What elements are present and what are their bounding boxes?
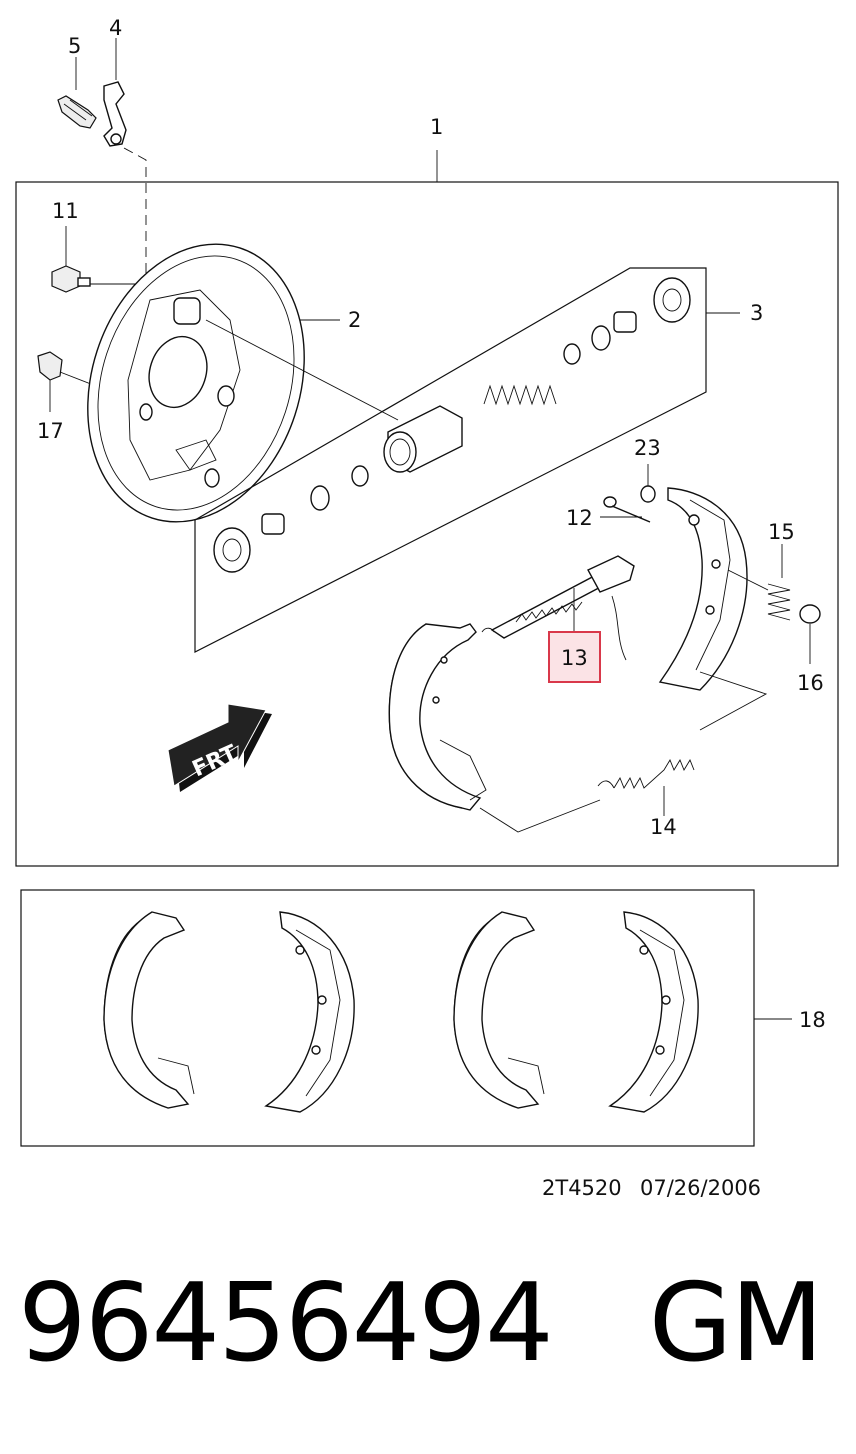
callout-5: 5: [68, 34, 81, 58]
front-arrow: FRT: [167, 703, 272, 792]
callout-11: 11: [52, 199, 79, 223]
part-number-line: 96456494 GM: [18, 1270, 824, 1378]
callout-17: 17: [37, 419, 64, 443]
callout-12: 12: [566, 506, 593, 530]
part-number: 96456494: [18, 1261, 554, 1386]
brake-shoe-right: [658, 487, 748, 691]
brand: GM: [648, 1261, 824, 1386]
bleeder-screw: [57, 57, 97, 129]
callout-23: 23: [634, 436, 661, 460]
assembly-frame: [15, 181, 839, 867]
brand-gap: [552, 1261, 649, 1386]
adjuster-assembly: [481, 555, 635, 661]
callout-3: 3: [750, 301, 763, 325]
callout-18: 18: [799, 1008, 826, 1032]
backing-plate: [87, 243, 340, 523]
brake-hose-fitting: [103, 38, 127, 147]
kit-shoe-1: [103, 911, 195, 1109]
kit-shoe-2: [264, 911, 355, 1113]
brake-shoe-left: [388, 623, 487, 811]
kit-shoe-4: [608, 911, 699, 1113]
return-spring: [479, 671, 768, 833]
spring-cup: [799, 604, 821, 664]
callout-13: 13: [561, 646, 588, 670]
mounting-bolt: [51, 226, 148, 293]
diagram-code: 2T4520: [542, 1176, 622, 1200]
highlight-box: [548, 631, 601, 683]
callout-4: 4: [109, 16, 122, 40]
hold-down-spring: [727, 544, 791, 621]
callout-2: 2: [348, 308, 361, 332]
kit-frame: [20, 889, 755, 1147]
callout-15: 15: [768, 520, 795, 544]
callout-16: 16: [797, 671, 824, 695]
hold-down-pin: [600, 496, 651, 523]
wheel-cylinder-kit: [194, 267, 740, 653]
callout-14: 14: [650, 815, 677, 839]
callout-1: 1: [430, 115, 443, 139]
diagram-date: 07/26/2006: [640, 1176, 761, 1200]
adjuster-nut: [640, 464, 656, 503]
kit-shoe-3: [453, 911, 545, 1109]
wheel-stud: [37, 351, 97, 412]
